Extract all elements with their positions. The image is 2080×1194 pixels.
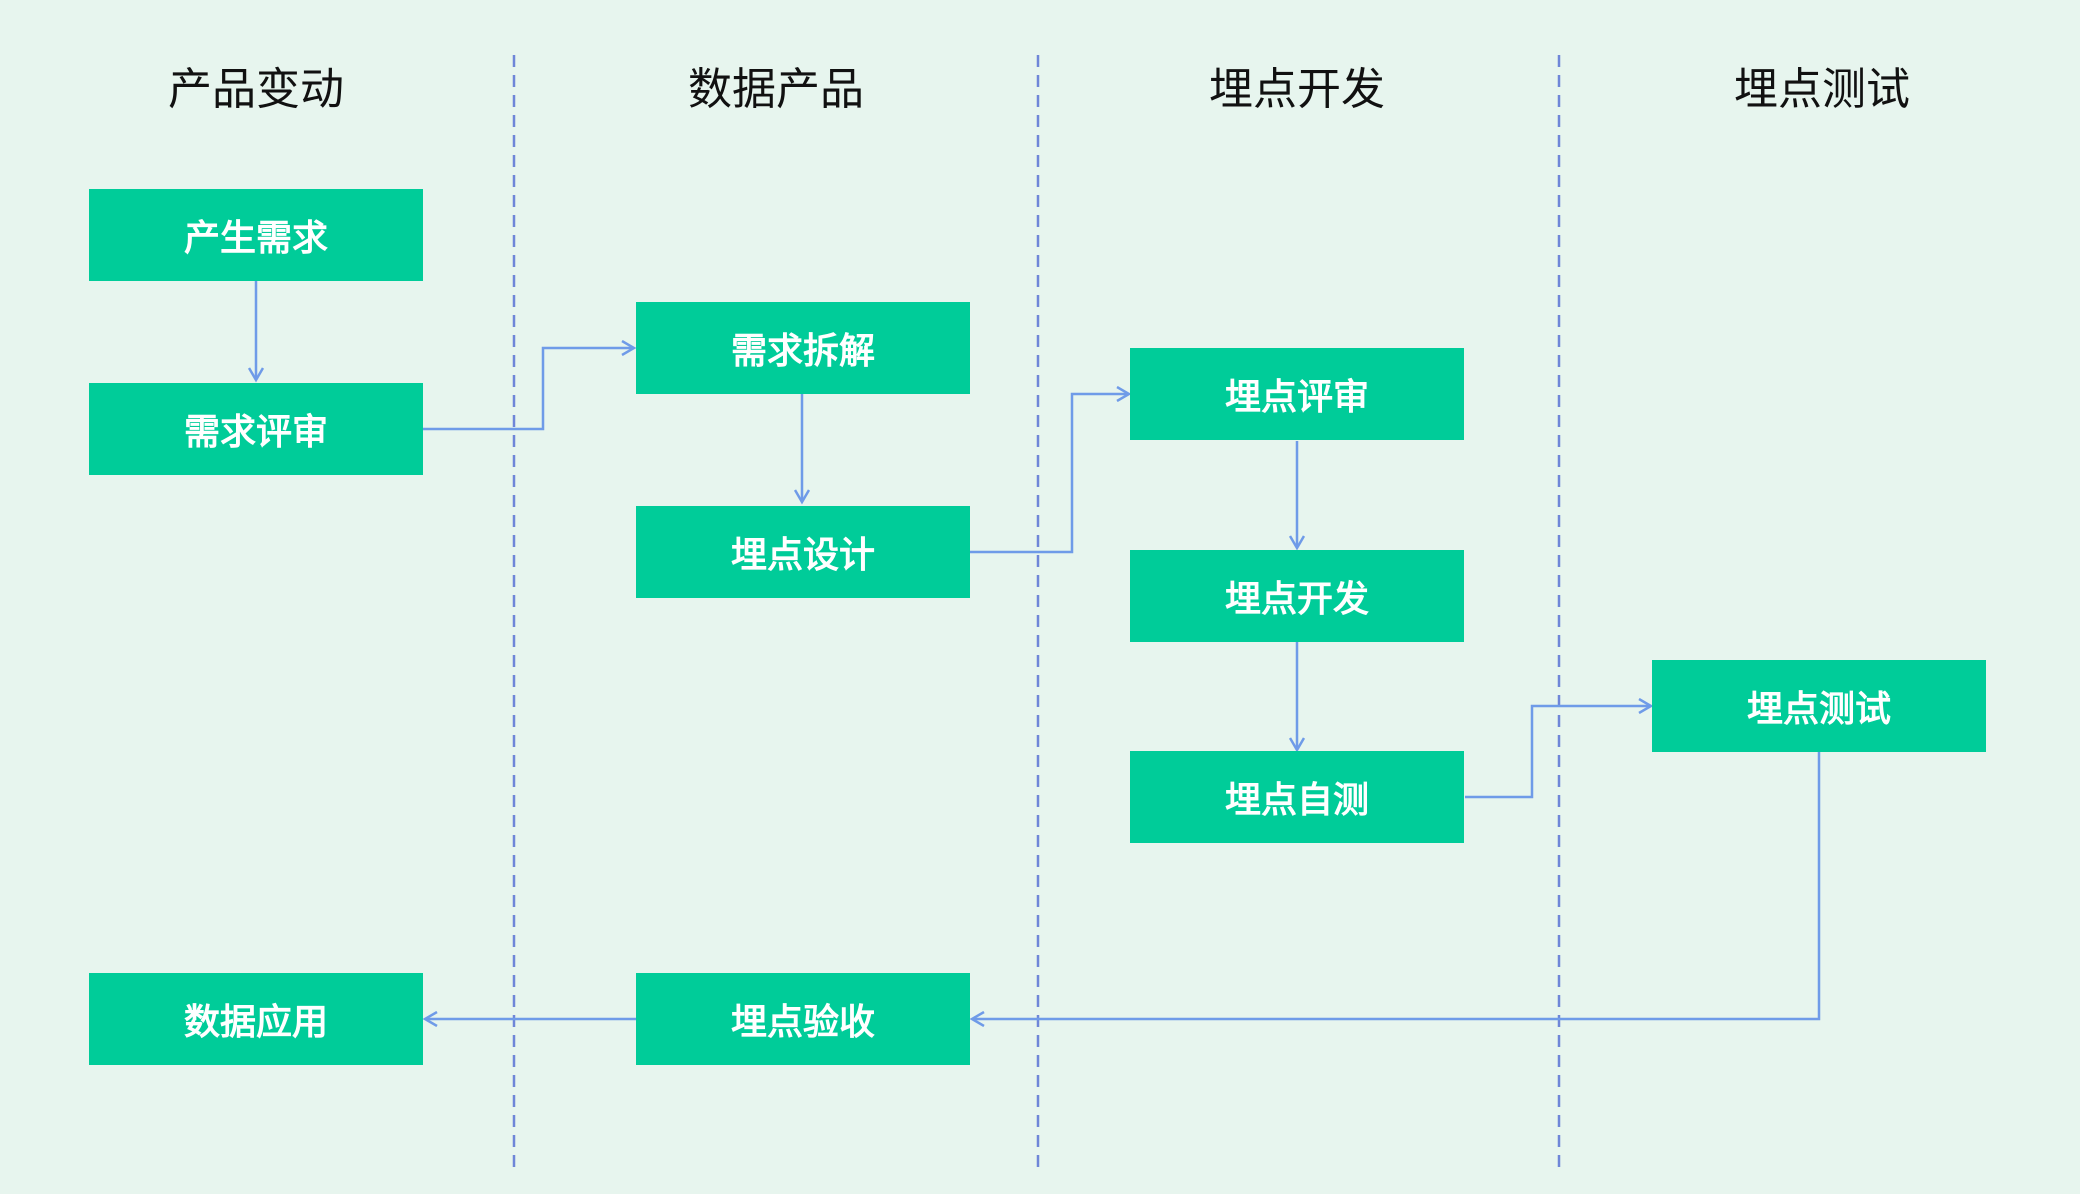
node-tracking-acceptance: 埋点验收	[636, 973, 970, 1065]
node-tracking-review: 埋点评审	[1130, 348, 1464, 440]
node-requirement: 产生需求	[89, 189, 423, 281]
node-data-application: 数据应用	[89, 973, 423, 1065]
node-tracking-test: 埋点测试	[1652, 660, 1986, 752]
lane-title-data: 数据产品	[688, 64, 864, 115]
node-requirement-breakdown: 需求拆解	[636, 302, 970, 394]
node-tracking-dev: 埋点开发	[1130, 550, 1464, 642]
node-tracking-selftest: 埋点自测	[1130, 751, 1464, 843]
node-tracking-design: 埋点设计	[636, 506, 970, 598]
lane-title-dev: 埋点开发	[1209, 64, 1385, 115]
edge-tracking-selftest-to-tracking-test	[1465, 706, 1651, 799]
lane-title-test: 埋点测试	[1734, 64, 1910, 115]
lane-title-product: 产品变动	[168, 64, 344, 115]
edge-tracking-design-to-tracking-review	[970, 394, 1129, 554]
edge-requirement-review-to-requirement-breakdown	[423, 348, 634, 431]
node-requirement-review: 需求评审	[89, 383, 423, 475]
